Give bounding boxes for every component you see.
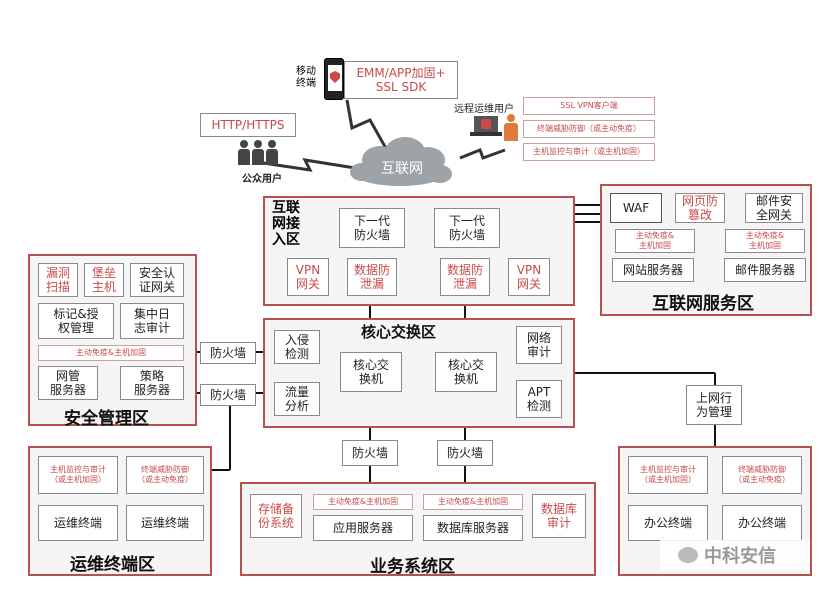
remote-ops-label: 远程运维用户: [454, 104, 514, 115]
log-audit-box: 集中日 志审计: [120, 303, 184, 339]
ids-box: 入侵 检测: [274, 330, 320, 364]
core-switch-1: 核心交 换机: [340, 352, 402, 392]
office-terminal-2: 办公终端: [722, 505, 802, 541]
next-gen-firewall-1: 下一代 防火墙: [339, 208, 405, 248]
mail-server-box: 邮件服务器: [724, 258, 806, 282]
office-terminal-1: 办公终端: [628, 505, 708, 541]
business-title: 业务系统区: [370, 557, 455, 577]
watermark: 中科安信: [660, 540, 810, 570]
app-server-box: 应用服务器: [313, 515, 413, 541]
backup-system-box: 存储备 份系统: [250, 494, 302, 538]
security-firewall-1: 防火墙: [200, 342, 256, 364]
db-audit-box: 数据库 审计: [532, 494, 586, 538]
http-protocol-box: HTTP/HTTPS: [200, 113, 296, 137]
remote-ops-item-1: SSL VPN客户端: [523, 97, 655, 115]
office-note-2: 终端威胁防御 （或主动免疫）: [722, 456, 802, 494]
ops-terminal-1: 运维终端: [38, 505, 118, 541]
service-note-1: 主动免疫& 主机加固: [615, 229, 695, 253]
web-tamper-box: 网页防 篡改: [675, 193, 725, 223]
internet-service-title: 互联网服务区: [652, 294, 754, 314]
ops-note-1: 主机监控与审计 （或主机加固）: [38, 456, 118, 494]
mobile-phone-icon: [324, 58, 344, 100]
office-note-1: 主机监控与审计 （或主机加固）: [628, 456, 708, 494]
mobile-label: 移动 终端: [296, 66, 316, 89]
network-audit-box: 网络 审计: [516, 326, 562, 364]
policy-server-box: 策略 服务器: [120, 366, 184, 400]
db-server-box: 数据库服务器: [423, 515, 523, 541]
behavior-mgmt-box: 上网行 为管理: [686, 385, 742, 425]
mail-gateway-box: 邮件安 全网关: [745, 193, 803, 223]
remote-ops-item-2: 终端威胁防御（或主动免疫）: [523, 120, 655, 138]
business-firewall-2: 防火墙: [437, 440, 493, 466]
mobile-sdk-box: EMM/APP加固+ SSL SDK: [344, 61, 458, 99]
watermark-text: 中科安信: [704, 546, 776, 567]
security-mgmt-strip: 主动免疫&主机加固: [38, 345, 184, 361]
apt-detect-box: APT 检测: [516, 380, 562, 418]
dlp-2: 数据防 泄漏: [440, 258, 490, 296]
next-gen-firewall-2: 下一代 防火墙: [434, 208, 500, 248]
public-users-icon: [238, 140, 288, 172]
core-switch-title: 核心交换区: [361, 323, 437, 341]
traffic-analysis-box: 流量 分析: [274, 382, 320, 416]
nms-server-box: 网管 服务器: [38, 366, 98, 400]
security-mgmt-title: 安全管理区: [64, 409, 149, 429]
vpn-gateway-2: VPN 网关: [508, 258, 550, 296]
remote-ops-item-3: 主机监控与审计（或主机加固）: [523, 143, 655, 161]
business-note-2: 主动免疫&主机加固: [423, 494, 523, 510]
laptop-lock-icon: [470, 116, 502, 140]
security-firewall-2: 防火墙: [200, 384, 256, 406]
business-note-1: 主动免疫&主机加固: [313, 494, 413, 510]
waf-box: WAF: [610, 193, 662, 223]
business-firewall-1: 防火墙: [342, 440, 398, 466]
wechat-icon: [678, 547, 698, 563]
web-server-box: 网站服务器: [612, 258, 694, 282]
auth-gateway-box: 安全认 证网关: [130, 263, 184, 297]
ops-terminal-2: 运维终端: [126, 505, 204, 541]
ops-terminal-title: 运维终端区: [70, 555, 155, 575]
internet-cloud-label: 互联网: [381, 161, 423, 177]
core-switch-2: 核心交 换机: [435, 352, 497, 392]
ops-note-2: 终端威胁防御 （或主动免疫）: [126, 456, 204, 494]
label-auth-mgmt-box: 标记&授 权管理: [38, 303, 114, 339]
internet-access-title: 互联 网接 入区: [272, 200, 300, 248]
public-user-label: 公众用户: [242, 174, 282, 185]
dlp-1: 数据防 泄漏: [347, 258, 397, 296]
service-note-2: 主动免疫& 主机加固: [725, 229, 805, 253]
remote-user-icon: [503, 114, 519, 142]
bastion-host-box: 堡垒 主机: [84, 263, 124, 297]
vuln-scan-box: 漏洞 扫描: [38, 263, 78, 297]
vpn-gateway-1: VPN 网关: [287, 258, 329, 296]
